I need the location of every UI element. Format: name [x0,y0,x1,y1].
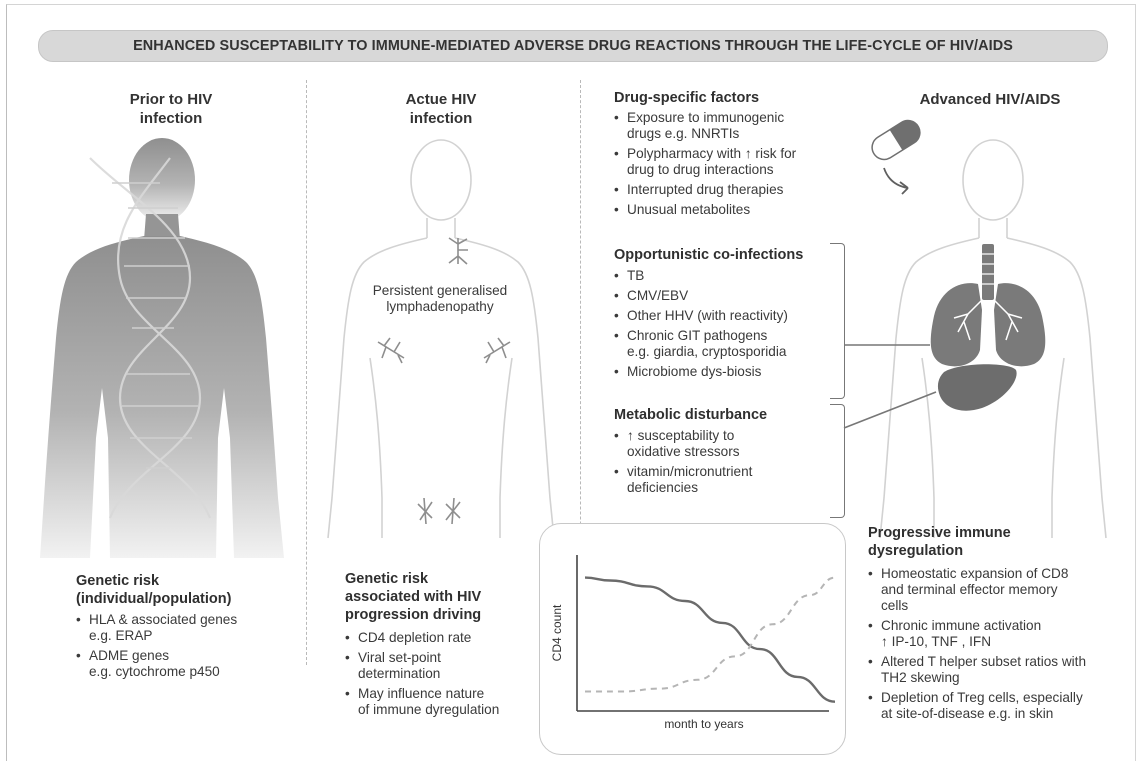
solid-series-line [585,578,835,702]
series-layer [585,578,835,702]
x-axis-label: month to years [664,717,743,731]
list-item: • Chronic immune activation ↑ IP-10, TNF… [868,618,1133,650]
advanced-section-title: Progressive immune dysregulation [868,524,1128,560]
list-item: • Depletion of Treg cells, especially at… [868,690,1133,722]
y-axis-label: CD4 count [550,604,564,661]
list-item: • Homeostatic expansion of CD8 and termi… [868,566,1133,614]
cd4-chart: CD4 count month to years [539,523,844,753]
list-item: • Altered T helper subset ratios with TH… [868,654,1133,686]
dashed-series-line [585,578,835,692]
advanced-bullet-list: • Homeostatic expansion of CD8 and termi… [868,566,1133,726]
